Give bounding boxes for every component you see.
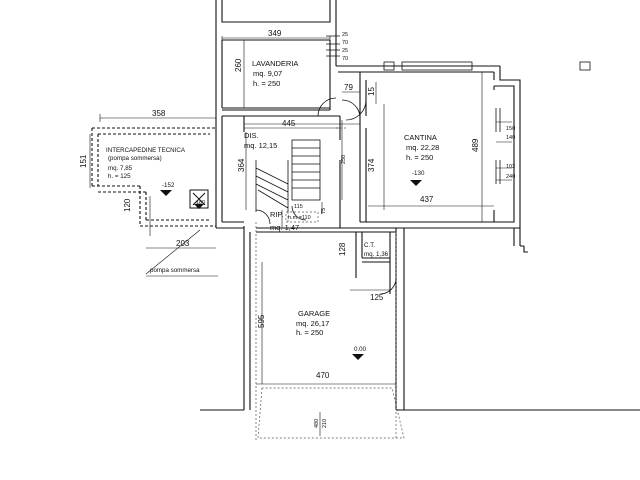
dim-115: 115 <box>294 204 303 210</box>
room-labels: LAVANDERIA mq. 9,07 h. = 250 CANTINA mq.… <box>106 59 439 353</box>
dim-150: 150 <box>506 126 515 132</box>
dim-203: 203 <box>176 239 190 248</box>
dim-260: 260 <box>234 58 243 72</box>
dim-25a: 25 <box>342 32 348 38</box>
ct-area: mq. 1,36 <box>364 251 389 258</box>
dim-210: 210 <box>322 419 328 428</box>
ct-name: C.T. <box>364 242 375 249</box>
intercapedine-note: (pompa sommersa) <box>108 155 162 162</box>
walls <box>91 0 640 411</box>
cantina-name: CANTINA <box>404 133 437 142</box>
intercapedine-area: mq. 7,85 <box>108 165 133 172</box>
dim-437: 437 <box>420 195 434 204</box>
garage-level: 0.00 <box>354 346 367 353</box>
garage-height: h. = 250 <box>296 328 323 337</box>
dim-374: 374 <box>367 158 376 172</box>
intercapedine-name: INTERCAPEDINE TECNICA <box>106 147 186 154</box>
dim-240: 240 <box>506 174 515 180</box>
dim-358: 358 <box>152 109 166 118</box>
dim-180: -180 <box>194 200 205 206</box>
rip-name: RIP. <box>270 210 284 219</box>
dim-250: 250 <box>341 155 347 164</box>
lavanderia-name: LAVANDERIA <box>252 59 298 68</box>
dim-128: 128 <box>338 242 347 256</box>
dim-364: 364 <box>237 158 246 172</box>
dim-75: 75 <box>321 208 327 214</box>
dim-470: 470 <box>316 371 330 380</box>
dim-120: 120 <box>123 198 132 212</box>
door-swings <box>255 97 397 295</box>
level-markers <box>160 180 422 360</box>
windows <box>326 35 591 184</box>
cantina-level: -130 <box>412 170 425 177</box>
dimension-labels: 349 260 25 70 25 70 79 15 445 358 151 36… <box>79 29 515 428</box>
garage-area: mq. 26,17 <box>296 319 329 328</box>
dim-25b: 25 <box>342 48 348 54</box>
dim-79: 79 <box>344 83 353 92</box>
dim-445: 445 <box>282 119 296 128</box>
dim-480: 480 <box>314 419 320 428</box>
dim-15: 15 <box>367 87 376 96</box>
cantina-height: h. = 250 <box>406 153 433 162</box>
dim-489: 489 <box>471 138 480 152</box>
dim-102: 102 <box>506 164 515 170</box>
stair <box>255 139 321 212</box>
lavanderia-area: mq. 9,07 <box>253 69 282 78</box>
rip-height: h.m.=110 <box>288 215 311 221</box>
dis-name: DIS. <box>244 131 259 140</box>
rip-area: mq. 1,47 <box>270 223 299 232</box>
dim-151: 151 <box>79 154 88 168</box>
garage-name: GARAGE <box>298 309 330 318</box>
lavanderia-height: h. = 250 <box>253 79 280 88</box>
dim-349: 349 <box>268 29 282 38</box>
intercapedine-level: -152 <box>162 182 175 189</box>
dim-140: 140 <box>506 135 515 141</box>
dim-125: 125 <box>370 293 384 302</box>
intercapedine-height: h. = 125 <box>108 173 131 180</box>
pump-leader <box>145 229 218 277</box>
dis-area: mq. 12,15 <box>244 141 277 150</box>
dim-70a: 70 <box>342 40 348 46</box>
dashed-lines <box>255 127 405 440</box>
dimension-lines <box>89 36 512 436</box>
dim-70b: 70 <box>342 56 348 62</box>
pump-label: pompa sommersa <box>150 267 200 274</box>
cantina-area: mq. 22,28 <box>406 143 439 152</box>
dim-595: 595 <box>257 314 266 328</box>
